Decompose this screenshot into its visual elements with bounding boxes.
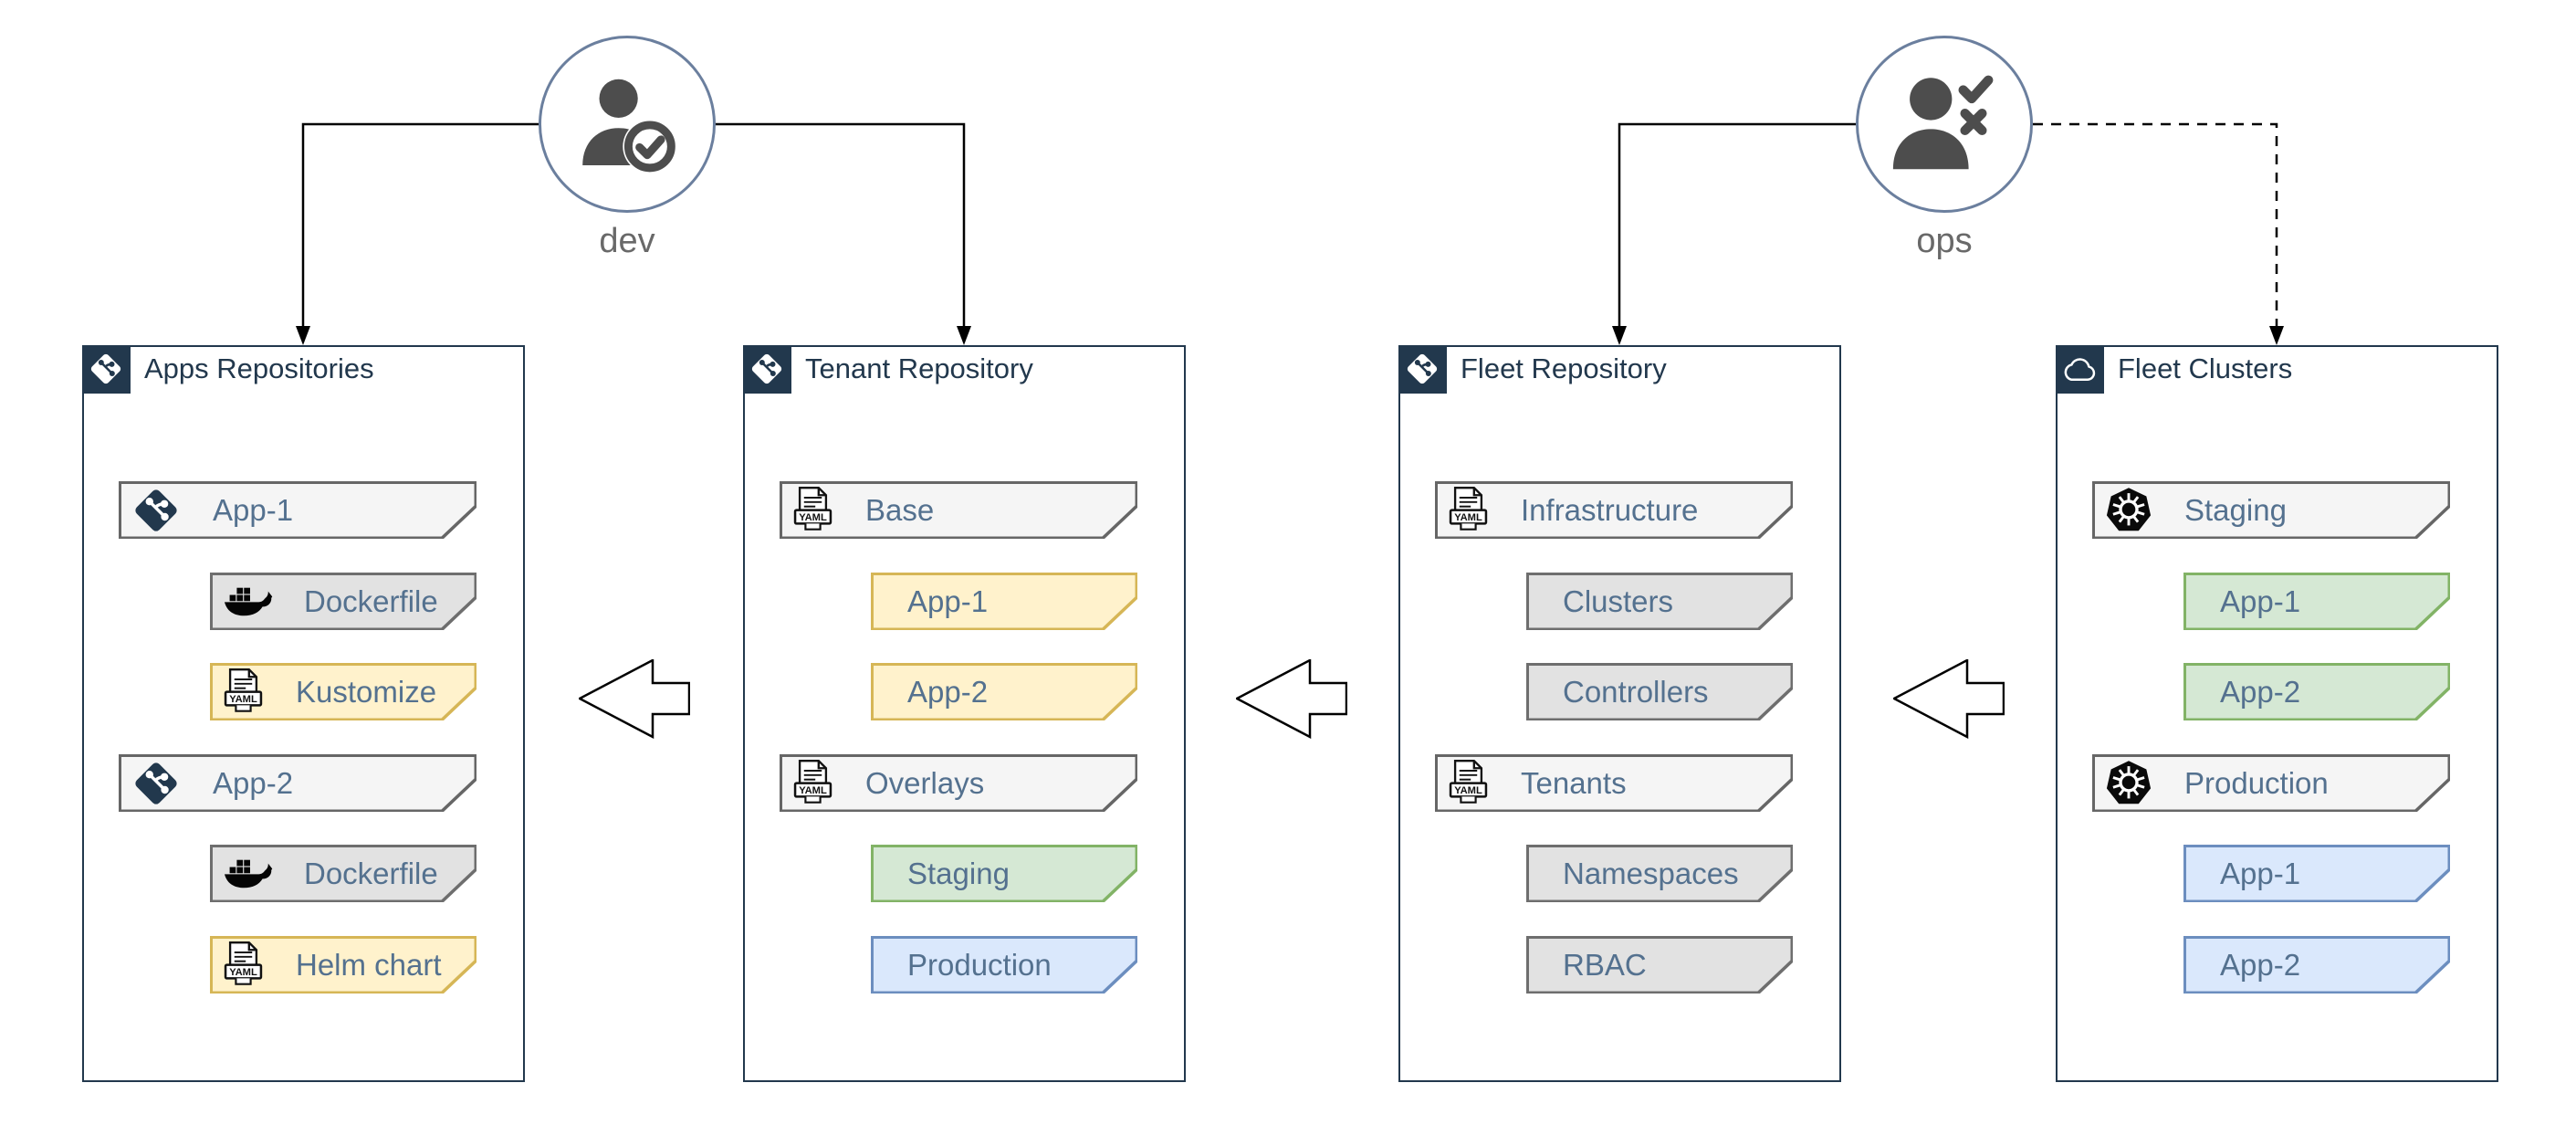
kubernetes-icon	[2104, 759, 2153, 808]
repo-item-base: Base	[780, 481, 1137, 539]
repo-item-app-1: App-1	[871, 573, 1137, 630]
repo-item-controllers: Controllers	[1526, 663, 1793, 720]
panel-title: Apps Repositories	[144, 352, 374, 384]
cluster-item-app-2: App-2	[2183, 936, 2450, 994]
user-check-x-icon	[1886, 66, 2003, 183]
item-label: App-1	[2220, 584, 2301, 618]
repo-item-overlays: Overlays	[780, 754, 1137, 812]
repo-item-kustomize: Kustomize	[210, 663, 476, 720]
ops-to-fleet-clusters-dashed-line	[2033, 122, 2278, 329]
panel-badge	[81, 344, 131, 394]
panel-fleet-clusters: Fleet Clusters Staging App-1 App-2 Produ…	[2055, 344, 2498, 1082]
yaml-file-icon	[1447, 759, 1490, 808]
item-label: App-1	[213, 492, 294, 527]
item-label: Dockerfile	[304, 856, 438, 890]
item-label: Production	[2184, 765, 2329, 800]
repo-item-clusters: Clusters	[1526, 573, 1793, 630]
arrowhead-down-icon	[957, 326, 971, 345]
repo-item-helm-chart: Helm chart	[210, 936, 476, 994]
panel-fleet-repository: Fleet Repository Infrastructure Clusters…	[1398, 344, 1841, 1082]
cloud-icon	[2060, 355, 2099, 383]
ops-to-fleet-repo-line	[1618, 122, 1856, 329]
item-label: Controllers	[1563, 674, 1709, 709]
item-label: Helm chart	[296, 947, 442, 982]
item-label: App-2	[2220, 674, 2301, 709]
item-label: Namespaces	[1563, 856, 1739, 890]
arrowhead-down-icon	[2269, 326, 2284, 345]
panel-badge	[2055, 344, 2104, 394]
arrowhead-down-icon	[296, 326, 310, 345]
panel-title: Fleet Repository	[1461, 352, 1667, 384]
item-label: App-2	[213, 765, 294, 800]
item-label: Dockerfile	[304, 584, 438, 618]
dev-to-apps-line	[301, 122, 539, 329]
yaml-file-icon	[222, 941, 265, 990]
flow-arrow-left-icon	[1236, 659, 1347, 739]
dev-to-tenant-line	[716, 122, 966, 329]
docker-icon	[222, 583, 273, 621]
item-label: Staging	[2184, 492, 2287, 527]
user-check-icon	[571, 68, 683, 180]
item-label: App-1	[2220, 856, 2301, 890]
item-label: App-2	[907, 674, 989, 709]
git-icon	[88, 351, 124, 387]
flow-arrow-left-icon	[1893, 659, 2005, 739]
cluster-item-production: Production	[2092, 754, 2450, 812]
repo-item-staging: Staging	[871, 845, 1137, 902]
repo-item-app-1: App-1	[119, 481, 476, 539]
item-label: Kustomize	[296, 674, 437, 709]
item-label: App-1	[907, 584, 989, 618]
repo-item-production: Production	[871, 936, 1137, 994]
cluster-item-app-1: App-1	[2183, 845, 2450, 902]
arrowhead-down-icon	[1612, 326, 1627, 345]
git-icon	[749, 351, 785, 387]
git-icon	[131, 485, 182, 536]
yaml-file-icon	[791, 486, 834, 535]
item-label: Tenants	[1521, 765, 1627, 800]
item-label: App-2	[2220, 947, 2301, 982]
yaml-file-icon	[791, 759, 834, 808]
dev-persona-circle	[539, 36, 716, 213]
dev-label: dev	[599, 222, 655, 260]
repo-item-tenants: Tenants	[1435, 754, 1793, 812]
docker-icon	[222, 855, 273, 893]
panel-title: Fleet Clusters	[2118, 352, 2293, 384]
ops-label: ops	[1916, 222, 1973, 260]
item-label: Production	[907, 947, 1052, 982]
cluster-item-app-1: App-1	[2183, 573, 2450, 630]
repo-item-rbac: RBAC	[1526, 936, 1793, 994]
repo-item-infrastructure: Infrastructure	[1435, 481, 1793, 539]
panel-badge	[1398, 344, 1447, 394]
item-label: Clusters	[1563, 584, 1674, 618]
flow-arrow-left-icon	[579, 659, 690, 739]
repo-item-dockerfile: Dockerfile	[210, 845, 476, 902]
item-label: Base	[865, 492, 935, 527]
yaml-file-icon	[1447, 486, 1490, 535]
yaml-file-icon	[222, 668, 265, 717]
repo-item-namespaces: Namespaces	[1526, 845, 1793, 902]
repo-item-app-2: App-2	[871, 663, 1137, 720]
item-label: RBAC	[1563, 947, 1647, 982]
panel-apps-repositories: Apps Repositories App-1 Dockerfile Kusto…	[81, 344, 525, 1082]
kubernetes-icon	[2104, 486, 2153, 535]
repo-item-app-2: App-2	[119, 754, 476, 812]
git-icon	[131, 758, 182, 809]
cluster-item-app-2: App-2	[2183, 663, 2450, 720]
cluster-item-staging: Staging	[2092, 481, 2450, 539]
git-icon	[1404, 351, 1440, 387]
panel-tenant-repository: Tenant Repository Base App-1 App-2 Overl…	[742, 344, 1186, 1082]
panel-title: Tenant Repository	[805, 352, 1033, 384]
repo-item-dockerfile: Dockerfile	[210, 573, 476, 630]
ops-persona-circle	[1856, 36, 2033, 213]
item-label: Overlays	[865, 765, 985, 800]
panel-badge	[742, 344, 791, 394]
item-label: Staging	[907, 856, 1010, 890]
item-label: Infrastructure	[1521, 492, 1699, 527]
